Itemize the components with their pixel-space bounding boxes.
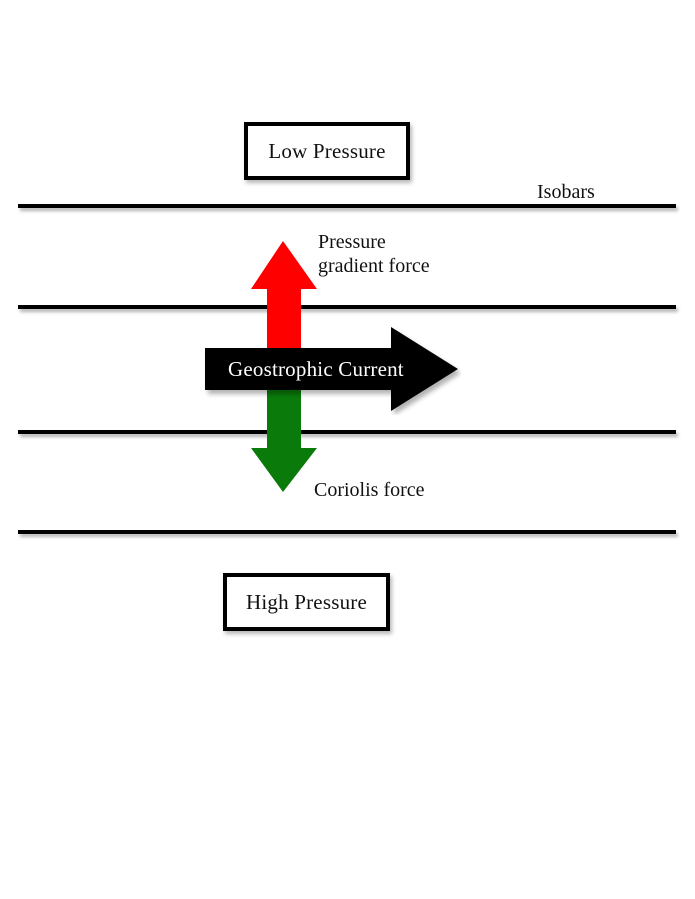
isobar-line-4: [18, 530, 676, 534]
low-pressure-box: Low Pressure: [244, 122, 410, 180]
isobar-line-2: [18, 305, 676, 309]
pressure-gradient-force-label: Pressure gradient force: [318, 230, 430, 279]
geostrophic-current-label: Geostrophic Current: [228, 357, 404, 381]
isobars-label: Isobars: [537, 181, 595, 203]
low-pressure-label: Low Pressure: [268, 138, 386, 163]
high-pressure-label: High Pressure: [245, 589, 367, 614]
coriolis-force-label: Coriolis force: [314, 479, 425, 501]
geostrophic-current-arrow: [203, 323, 461, 415]
isobar-line-1: [18, 204, 676, 208]
pressure-gradient-force-label-line-2: gradient force: [318, 255, 430, 278]
coriolis-force-arrow: [246, 368, 322, 494]
isobar-line-3: [18, 430, 676, 434]
pressure-gradient-force-arrow: [246, 238, 322, 370]
pressure-gradient-force-label-line-1: Pressure: [318, 231, 386, 253]
high-pressure-box: High Pressure: [223, 573, 390, 631]
